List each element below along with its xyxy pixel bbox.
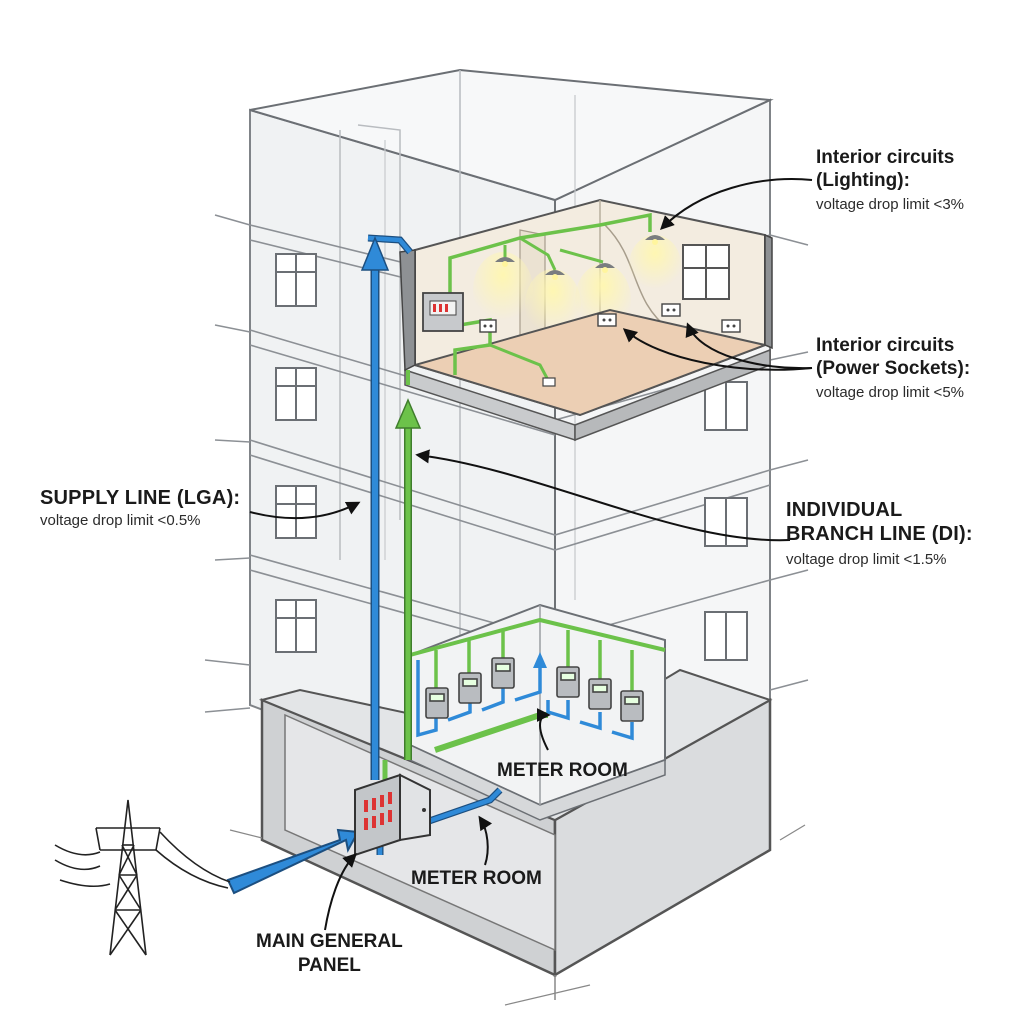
label-sockets-limit: voltage drop limit <5% [816,384,964,402]
label-supply-limit: voltage drop limit <0.5% [40,512,201,530]
distribution-panel-icon [354,773,431,857]
electric-meter-icon [425,687,449,719]
label-branch-title-1: INDIVIDUAL [786,499,903,521]
windows-left [275,253,317,653]
label-lighting-limit: voltage drop limit <3% [816,196,964,214]
electric-meter-icon [458,672,482,704]
label-meter-room-lower: METER ROOM [411,868,542,889]
ceiling-lamp-icon [595,263,615,273]
label-main-panel: MAIN GENERAL PANEL [256,930,403,978]
distribution-panel-icon [422,292,464,332]
label-branch-limit: voltage drop limit <1.5% [786,550,947,568]
label-branch-title-2: BRANCH LINE (DI): [786,523,973,546]
label-sockets-title-2: (Power Sockets): [816,358,971,380]
meters [425,657,644,722]
windows-right [704,381,748,661]
label-main-panel-2: PANEL [297,954,361,976]
electric-meter-icon [556,666,580,698]
window-icon [275,485,317,539]
ceiling-lamp-icon [645,235,665,245]
label-sockets-title-1: Interior circuits [816,335,955,356]
power-socket-icon [479,319,497,333]
ceiling-lamp-icon [495,257,515,267]
apartment-cutaway [399,198,773,442]
label-lighting-title-1: Interior circuits [816,147,955,168]
power-socket-icon [661,303,681,317]
electric-meter-icon [491,657,515,689]
callout-arrows [249,178,813,931]
branch-line [382,370,422,782]
label-lighting: Interior circuits (Lighting): voltage dr… [816,146,964,215]
power-socket-icon [597,313,617,327]
window-icon [275,599,317,653]
label-supply: SUPPLY LINE (LGA): voltage drop limit <0… [40,486,240,531]
supply-line [226,234,503,895]
ceiling-lamp-icon [545,270,565,280]
window-icon [704,611,748,661]
window-icon [682,244,730,300]
transmission-tower-icon [54,799,231,956]
electric-meter-icon [620,690,644,722]
label-supply-title: SUPPLY LINE (LGA): [40,487,241,509]
label-main-panel-1: MAIN GENERAL [256,931,403,952]
electric-meter-icon [588,678,612,710]
window-icon [704,381,748,431]
window-icon [275,253,317,307]
label-sockets: Interior circuits (Power Sockets): volta… [816,334,970,403]
window-icon [704,497,748,547]
power-socket-icon [721,319,741,333]
label-branch: INDIVIDUAL BRANCH LINE (DI): voltage dro… [786,498,973,569]
label-meter-room-upper: METER ROOM [497,760,628,781]
power-socket-icon [542,377,556,387]
label-lighting-title-2: (Lighting): [816,170,910,192]
window-icon [275,367,317,421]
